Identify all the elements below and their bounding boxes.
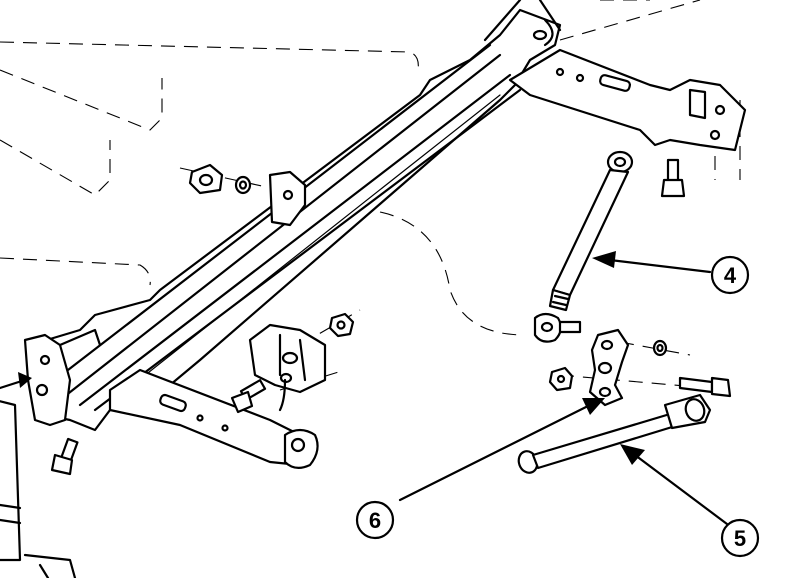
callout-leaders [398,251,737,532]
right-bracket-bolt [660,158,686,198]
left-lower-bolt [50,437,79,476]
center-bracket [248,323,327,412]
callout-4: 4 [710,255,750,295]
left-trailing-arm [108,368,319,469]
center-bracket-bolt [230,379,267,414]
link-bracket-6 [548,328,732,407]
callout-5-label: 5 [734,526,746,551]
callout-6-label: 6 [369,508,381,533]
link-rod-5 [517,393,712,474]
left-end-bracket [23,328,102,427]
callout-4-label: 4 [724,263,737,288]
center-upper-mount [268,170,307,227]
callout-6: 6 [355,500,395,540]
center-upper-nut [188,163,252,195]
center-bracket-nut [328,312,355,338]
link-rod-4 [533,150,634,343]
callout-5: 5 [720,518,760,558]
right-trailing-arm [508,18,747,152]
shock-absorber [0,400,77,578]
left-edge-arrow [0,372,32,390]
